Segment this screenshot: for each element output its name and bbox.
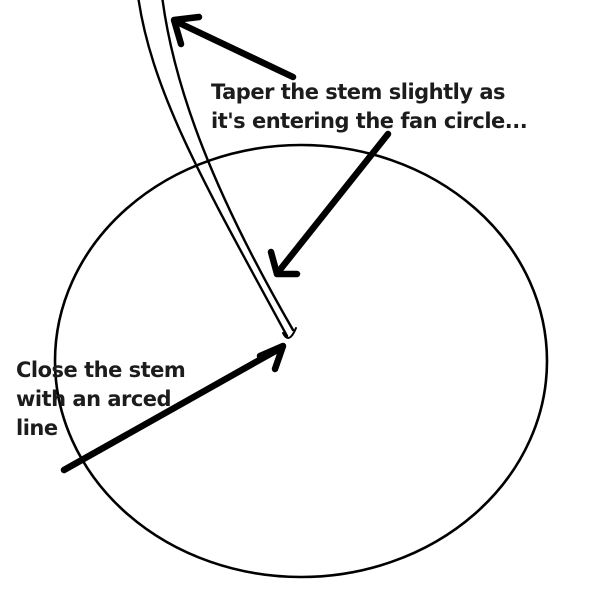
taper-annotation-line-1: Taper the stem slightly as — [211, 80, 506, 104]
taper-annotation: Taper the stem slightly as it's entering… — [211, 78, 528, 136]
fan-circle — [53, 143, 549, 579]
stem-right-line — [161, 0, 295, 332]
arrow-up-left-icon — [170, 13, 297, 81]
stem-closing-arc — [282, 327, 297, 339]
stem-left-line — [137, 0, 289, 338]
arrow-shaft — [275, 130, 392, 275]
close-annotation-line-2: with an arced — [16, 387, 172, 411]
close-annotation-line-1: Close the stem — [16, 358, 186, 382]
close-annotation: Close the stem with an arced line — [16, 356, 186, 443]
taper-annotation-line-2: it's entering the fan circle... — [211, 109, 528, 133]
close-annotation-line-3: line — [16, 416, 58, 440]
arrow-shaft — [171, 17, 297, 81]
arrow-down-left-icon — [267, 130, 392, 278]
arrow-up-right-icon — [60, 342, 287, 474]
arrow-head — [267, 248, 301, 278]
arrow-head — [256, 342, 287, 373]
arrow-head — [170, 13, 203, 48]
arrow-shaft — [60, 345, 283, 474]
